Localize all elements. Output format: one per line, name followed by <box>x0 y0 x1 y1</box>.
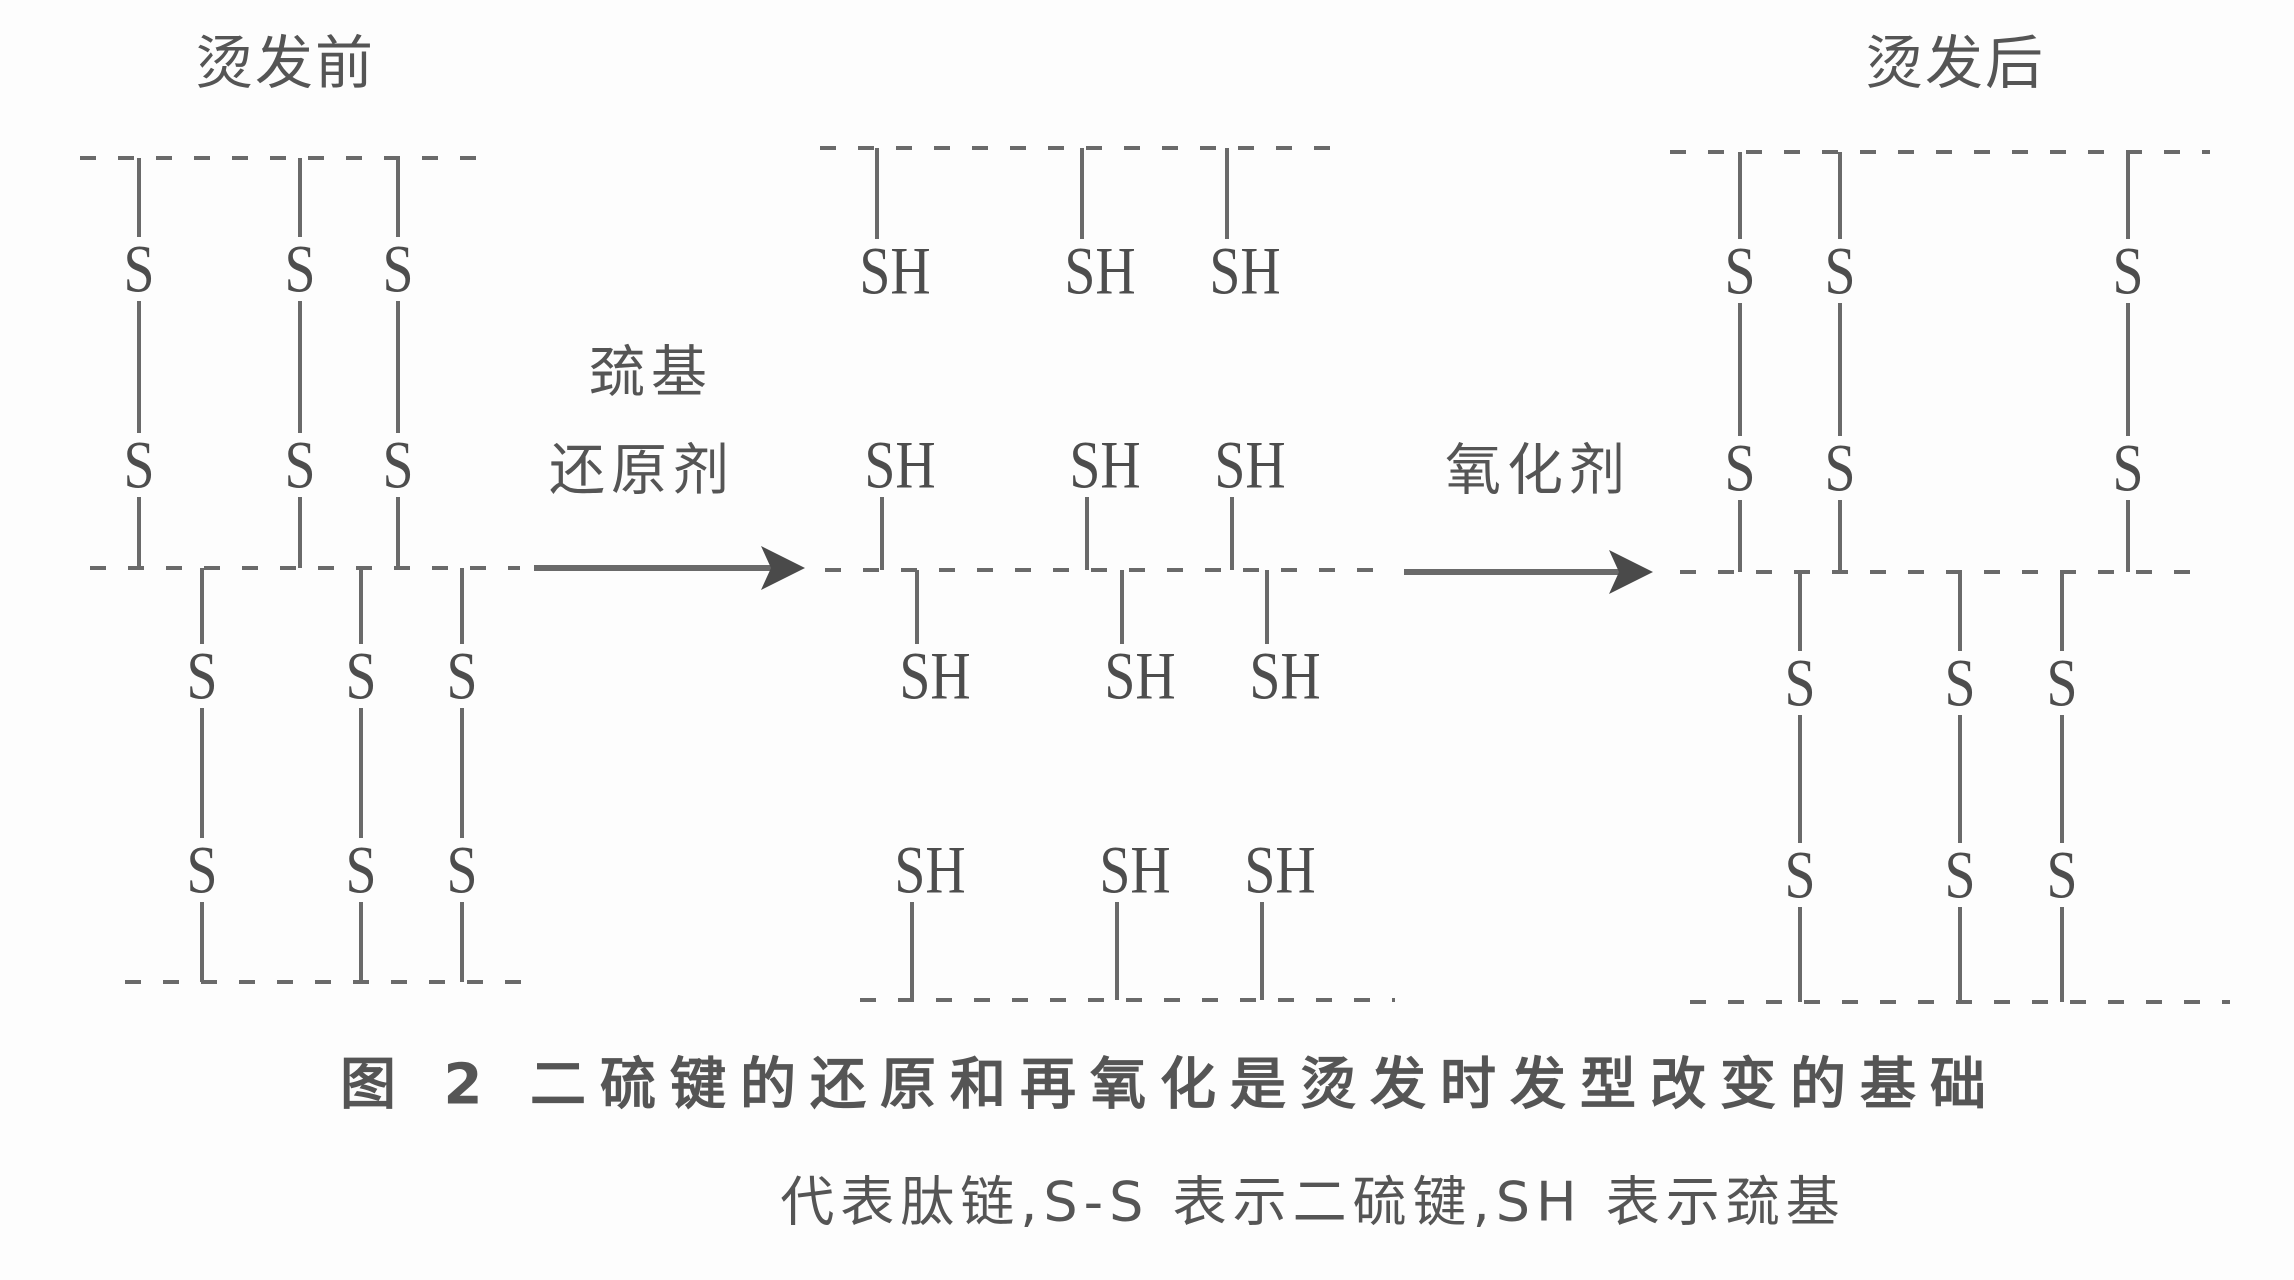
panel-title-after: 烫发后 <box>1864 29 2046 97</box>
thiol-group: SH <box>1244 831 1316 908</box>
thiol-group: SH <box>864 426 936 503</box>
after-sulfur-bottom: S <box>2112 429 2144 506</box>
before-sulfur-top: S <box>345 637 377 714</box>
before-sulfur-bottom: S <box>284 426 316 503</box>
reduction-agent-label-line1: 巯基 <box>589 340 713 406</box>
after-sulfur-bottom: S <box>1784 836 1816 913</box>
after-sulfur-top: S <box>1824 232 1856 309</box>
panel-title-before: 烫发前 <box>194 29 376 97</box>
before-sulfur-top: S <box>186 637 218 714</box>
oxidation-agent-label: 氧化剂 <box>1445 438 1631 504</box>
before-sulfur-bottom: S <box>446 831 478 908</box>
after-sulfur-top: S <box>1784 644 1816 721</box>
before-sulfur-top: S <box>284 230 316 307</box>
arrowhead-icon <box>761 546 805 590</box>
before-sulfur-bottom: S <box>345 831 377 908</box>
after-sulfur-top: S <box>1724 232 1756 309</box>
after-sulfur-bottom: S <box>1944 836 1976 913</box>
figure-caption-note: 代表肽链,S-S 表示二硫键,SH 表示巯基 <box>780 1170 1846 1234</box>
thiol-group: SH <box>1069 426 1141 503</box>
after-sulfur-bottom: S <box>1824 429 1856 506</box>
before-sulfur-top: S <box>446 637 478 714</box>
before-sulfur-bottom: S <box>382 426 414 503</box>
reduction-agent-label-line2: 还原剂 <box>549 438 735 504</box>
thiol-group: SH <box>1104 637 1176 714</box>
after-sulfur-bottom: S <box>2046 836 2078 913</box>
arrowhead-icon <box>1609 550 1653 594</box>
before-sulfur-bottom: S <box>186 831 218 908</box>
thiol-group: SH <box>1249 637 1321 714</box>
thiol-group: SH <box>894 831 966 908</box>
thiol-group: SH <box>1214 426 1286 503</box>
after-sulfur-top: S <box>2112 232 2144 309</box>
before-sulfur-top: S <box>123 230 155 307</box>
figure-caption-title: 图 2 二硫键的还原和再氧化是烫发时发型改变的基础 <box>340 1052 2000 1118</box>
thiol-group: SH <box>859 232 931 309</box>
before-sulfur-top: S <box>382 230 414 307</box>
before-sulfur-bottom: S <box>123 426 155 503</box>
thiol-group: SH <box>1209 232 1281 309</box>
after-sulfur-top: S <box>2046 644 2078 721</box>
after-sulfur-top: S <box>1944 644 1976 721</box>
thiol-group: SH <box>899 637 971 714</box>
thiol-group: SH <box>1099 831 1171 908</box>
after-sulfur-bottom: S <box>1724 429 1756 506</box>
thiol-group: SH <box>1064 232 1136 309</box>
